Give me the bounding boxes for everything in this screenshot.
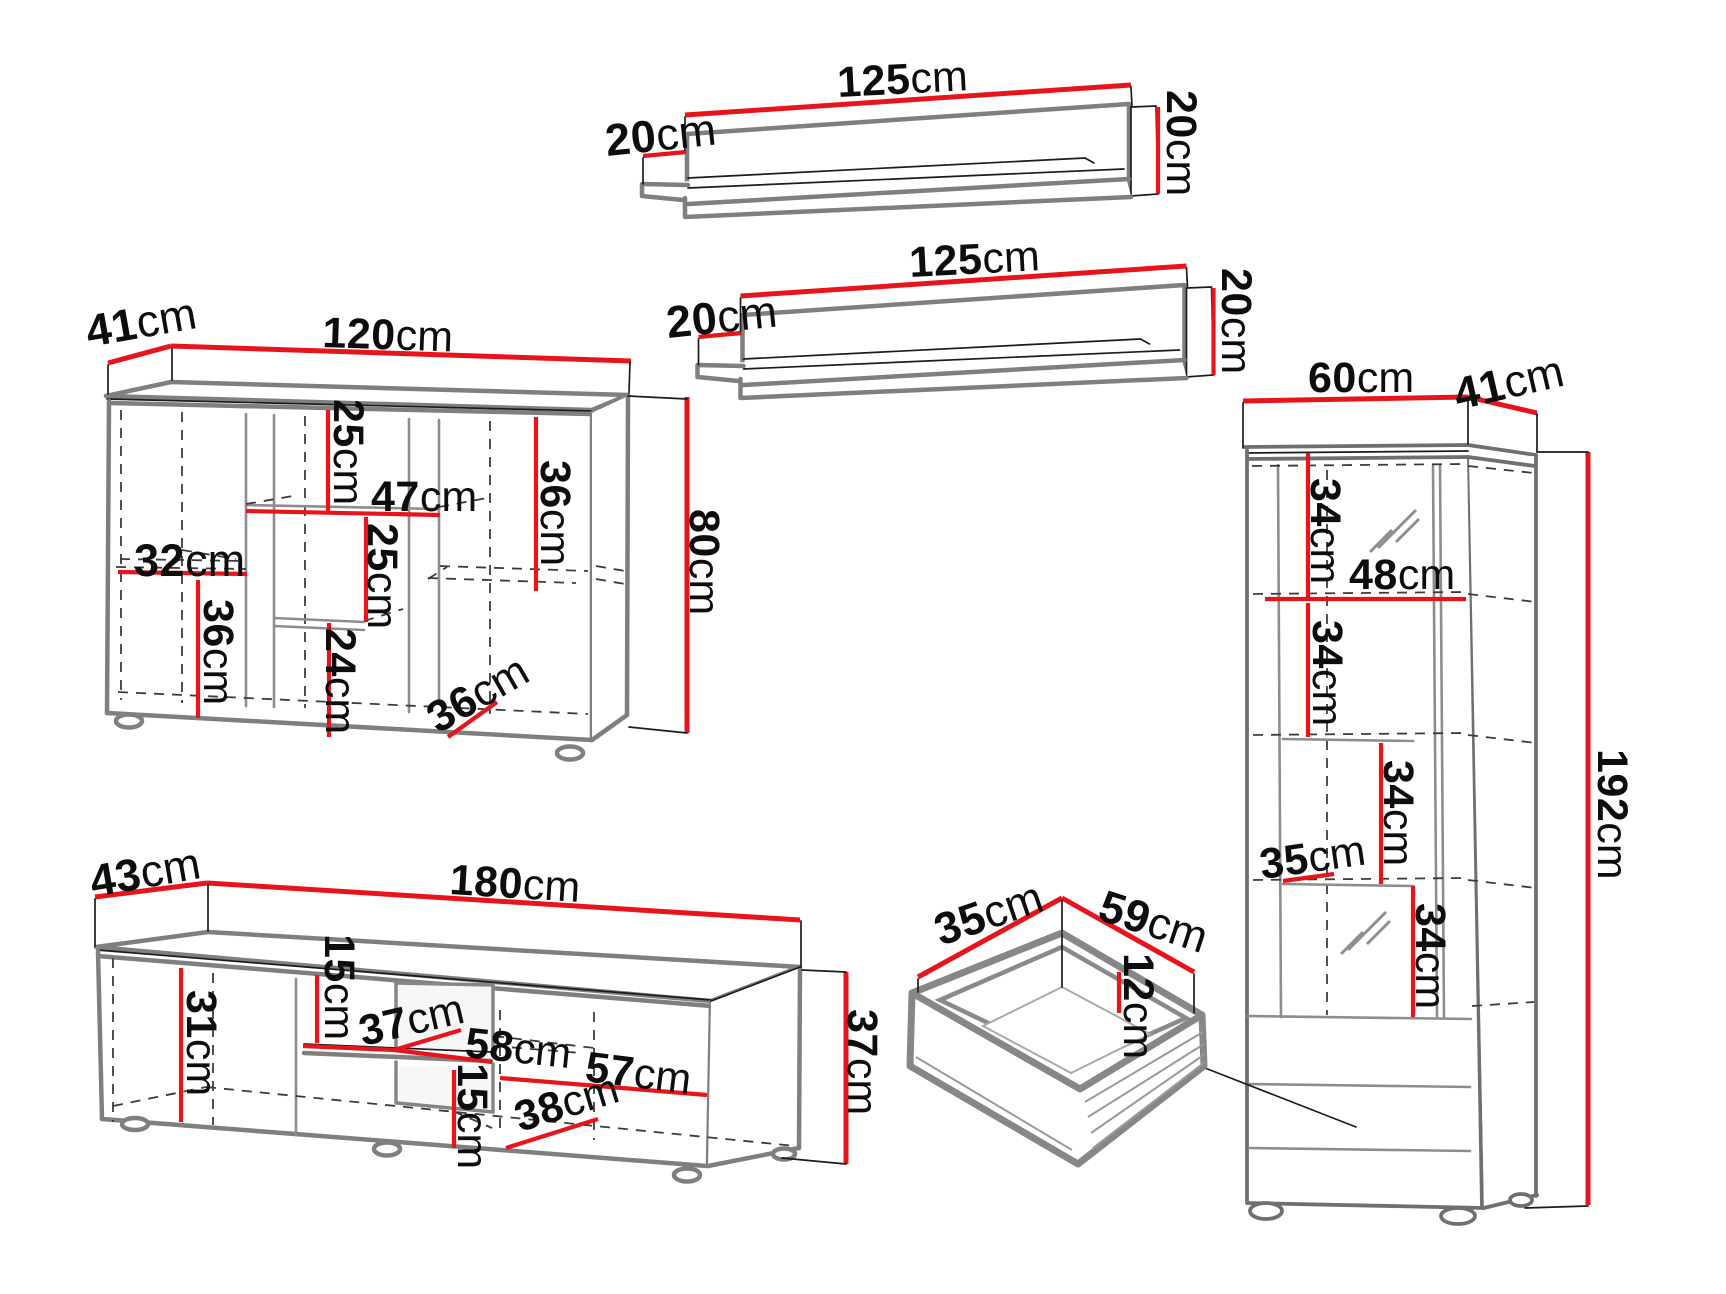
svg-text:48cm: 48cm [1349, 551, 1455, 599]
svg-text:31cm: 31cm [177, 990, 225, 1096]
svg-text:125cm: 125cm [908, 232, 1041, 287]
svg-text:37cm: 37cm [838, 1009, 886, 1115]
svg-text:20cm: 20cm [603, 104, 719, 166]
svg-text:34cm: 34cm [1374, 760, 1422, 866]
svg-text:12cm: 12cm [1114, 953, 1162, 1059]
svg-text:20cm: 20cm [1157, 90, 1205, 196]
svg-text:41cm: 41cm [82, 287, 200, 357]
svg-text:15cm: 15cm [315, 934, 363, 1040]
svg-text:34cm: 34cm [1303, 620, 1351, 726]
svg-text:58cm: 58cm [463, 1019, 574, 1078]
svg-text:36cm: 36cm [194, 599, 242, 705]
svg-text:15cm: 15cm [448, 1063, 496, 1169]
svg-text:20cm: 20cm [1212, 268, 1260, 374]
svg-text:120cm: 120cm [322, 309, 454, 362]
svg-text:24cm: 24cm [316, 628, 364, 734]
svg-text:25cm: 25cm [358, 523, 406, 629]
svg-text:47cm: 47cm [371, 473, 477, 521]
svg-text:57cm: 57cm [583, 1043, 694, 1104]
svg-text:180cm: 180cm [448, 856, 581, 912]
svg-text:43cm: 43cm [86, 837, 204, 907]
svg-text:125cm: 125cm [836, 52, 969, 107]
svg-text:36cm: 36cm [531, 460, 579, 566]
svg-text:32cm: 32cm [134, 535, 245, 586]
svg-text:80cm: 80cm [680, 509, 728, 615]
svg-text:192cm: 192cm [1588, 749, 1636, 880]
svg-text:34cm: 34cm [1406, 903, 1454, 1009]
svg-text:25cm: 25cm [324, 399, 372, 505]
svg-text:35cm: 35cm [1257, 827, 1369, 889]
svg-text:60cm: 60cm [1308, 354, 1414, 402]
svg-text:34cm: 34cm [1301, 478, 1349, 584]
svg-text:20cm: 20cm [664, 286, 780, 348]
